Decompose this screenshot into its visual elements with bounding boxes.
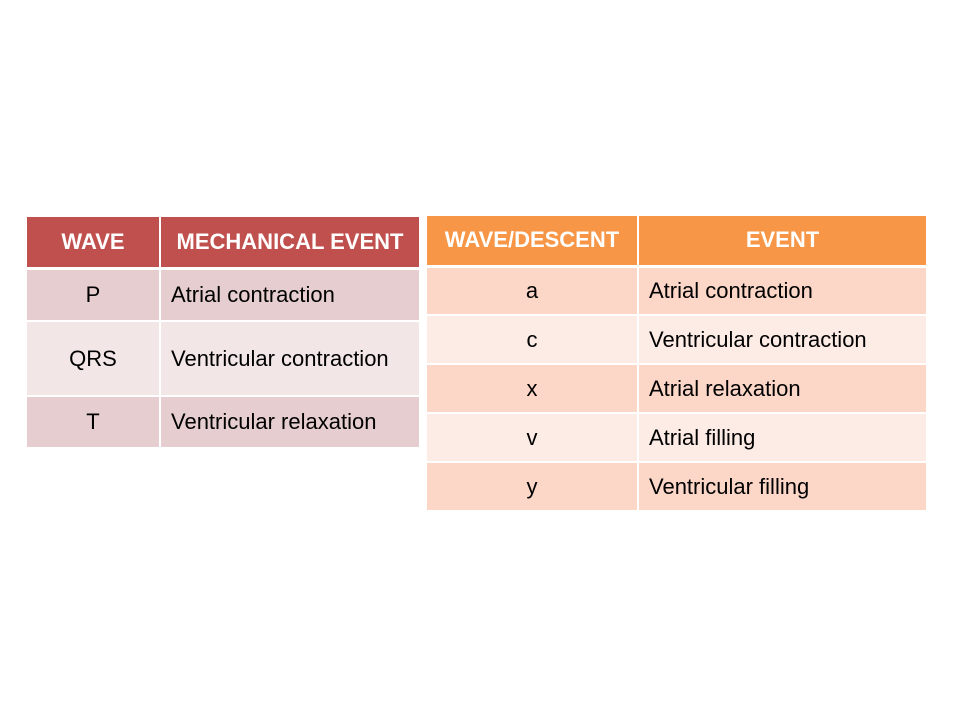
table-row: v Atrial filling [427,413,926,463]
table-row: c Ventricular contraction [427,315,926,365]
column-header-event: EVENT [638,216,926,268]
wave-cell: P [27,268,161,322]
table-row: y Ventricular filling [427,462,926,512]
table-row: a Atrial contraction [427,266,926,316]
wave-cell: QRS [27,321,161,397]
event-cell: Ventricular contraction [160,321,419,397]
event-cell: Atrial contraction [160,268,419,322]
event-cell: Ventricular filling [638,462,926,512]
table-row: P Atrial contraction [27,268,419,322]
wave-cell: y [427,462,639,512]
ecg-wave-table: WAVE MECHANICAL EVENT P Atrial contracti… [27,217,419,449]
table-row: x Atrial relaxation [427,364,926,414]
table-header-row: WAVE MECHANICAL EVENT [27,217,419,270]
wave-cell: a [427,266,639,316]
wave-cell: T [27,396,161,449]
jvp-wave-table: WAVE/DESCENT EVENT a Atrial contraction … [427,216,926,512]
column-header-mechanical-event: MECHANICAL EVENT [160,217,419,270]
event-cell: Atrial filling [638,413,926,463]
event-cell: Atrial contraction [638,266,926,316]
table-row: T Ventricular relaxation [27,396,419,449]
event-cell: Atrial relaxation [638,364,926,414]
wave-cell: x [427,364,639,414]
table-row: QRS Ventricular contraction [27,321,419,397]
wave-cell: v [427,413,639,463]
table-header-row: WAVE/DESCENT EVENT [427,216,926,268]
event-cell: Ventricular relaxation [160,396,419,449]
event-cell: Ventricular contraction [638,315,926,365]
column-header-wave: WAVE [27,217,161,270]
column-header-wave-descent: WAVE/DESCENT [427,216,639,268]
wave-cell: c [427,315,639,365]
